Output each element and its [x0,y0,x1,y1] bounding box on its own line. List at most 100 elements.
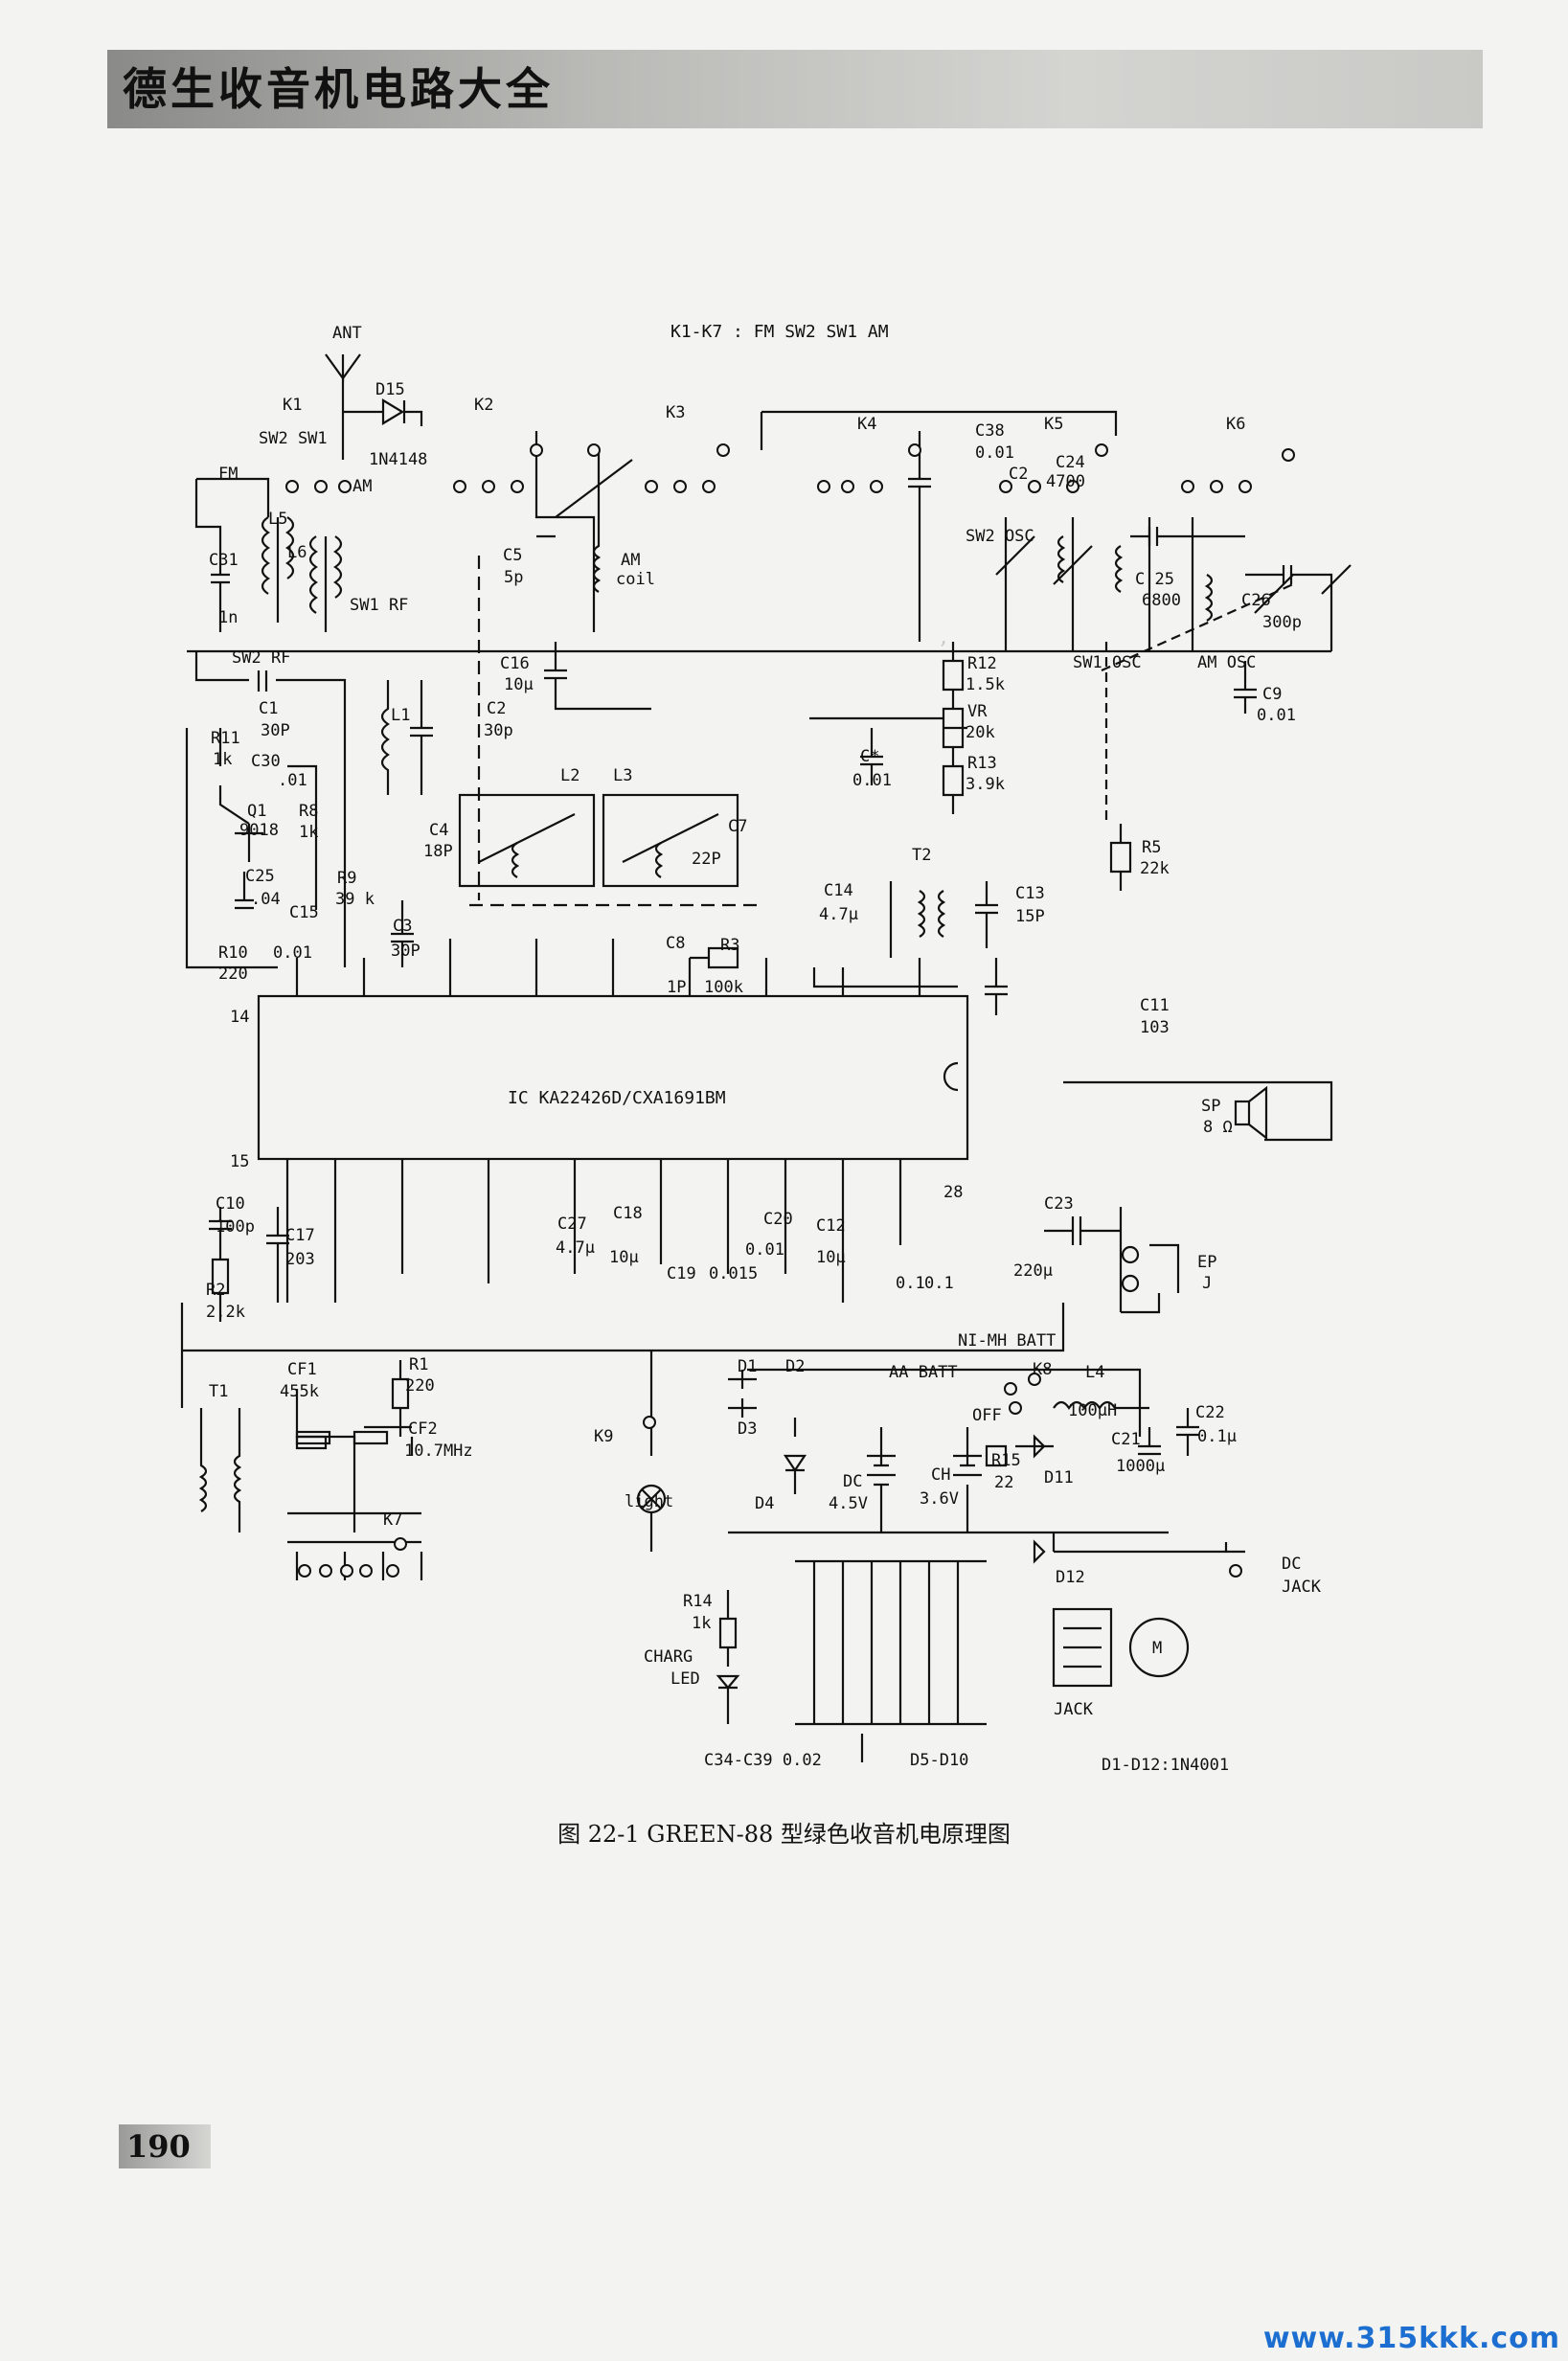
label-c14: C14 [824,881,853,900]
label-am-coil: AM [621,551,640,570]
label-c30-val: .01 [278,771,307,790]
label-r10-val: 220 [218,965,248,984]
label-band-sw2rf: SW2 RF [232,648,290,668]
label-c17: C17 [285,1226,315,1245]
label-c19-val: 0.015 [709,1264,758,1283]
label-q1-part: 9018 [239,821,279,840]
label-k8: K8 [1033,1360,1052,1379]
label-c01a: 0.1 [896,1274,925,1293]
label-r10-cap: 0.01 [273,943,312,963]
schematic-wiring [180,353,1352,1762]
label-c22-val: 0.1μ [1197,1427,1237,1446]
label-band-fm: FM [218,465,238,484]
label-r9-val: 39 k [335,890,375,909]
label-r2-val: 2.2k [206,1303,245,1322]
label-d1: D1 [738,1357,757,1376]
label-c25b: C 25 [1135,570,1174,589]
label-c12: C12 [816,1216,846,1236]
label-ic-pin-14: 14 [230,1008,249,1027]
label-c7-val: 22P [692,850,721,869]
label-l6: L6 [287,543,307,562]
label-r12: R12 [967,654,997,673]
label-l2: L2 [560,766,579,785]
label-c5-val: 5p [504,568,523,587]
label-r5-val: 22k [1140,859,1170,878]
label-c24: C24 [1056,453,1085,472]
label-c31-val: 1n [218,608,238,627]
label-c20-val: 0.01 [745,1240,784,1260]
label-r11-val: 1k [213,750,232,769]
label-band-sw1osc: SW1 OSC [1073,653,1142,672]
label-c38: C38 [975,421,1005,441]
label-q1: Q1 [247,802,266,821]
label-c27: C27 [557,1215,587,1234]
label-c3-val: 30P [391,942,420,961]
label-r8-val: 1k [299,823,318,842]
label-nimh: NI-MH BATT [958,1331,1056,1351]
label-c2-val: 30p [484,721,513,740]
label-t1: T1 [209,1382,228,1401]
label-r9: R9 [337,869,356,888]
label-r13-val: 3.9k [966,775,1005,794]
label-cstar: C* [860,747,879,766]
label-jack: JACK [1054,1700,1094,1719]
label-c15: C15 [289,903,319,922]
label-r3: R3 [720,936,739,955]
label-r14-val: 1k [692,1614,711,1633]
label-r14: R14 [683,1592,713,1611]
label-dc-jack-2: JACK [1282,1578,1322,1597]
label-c18-val: 10μ [609,1248,639,1267]
label-k6: K6 [1226,415,1245,434]
label-d3: D3 [738,1419,757,1439]
label-sp: SP [1201,1097,1220,1116]
label-r1: R1 [409,1355,428,1374]
label-c26-val: 300p [1262,613,1302,632]
label-c3: C3 [393,917,412,936]
label-d1-d12: D1-D12:1N4001 [1102,1756,1229,1775]
label-c16-val: 10μ [504,675,534,694]
label-k7: K7 [383,1510,402,1530]
schematic-labels: K1-K7 : FM SW2 SW1 AM ANT K1 K2 K3 K4 K5… [206,322,1322,1775]
label-top-note: K1-K7 : FM SW2 SW1 AM [670,322,889,342]
label-dc-jack-1: DC [1282,1555,1301,1574]
label-ep-j: J [1202,1274,1212,1293]
label-c24-val: 4700 [1046,472,1085,491]
label-band-sw2osc: SW2 OSC [966,527,1034,546]
page-number: 190 [126,2128,191,2165]
label-c22: C22 [1195,1403,1225,1422]
label-c27-val: 4.7μ [556,1238,595,1258]
label-r13: R13 [967,754,997,773]
label-l4: L4 [1085,1363,1104,1382]
label-c21-val: 1000μ [1116,1457,1165,1476]
label-aa: AA BATT [889,1363,958,1382]
label-light: light [625,1492,673,1511]
label-d12: D12 [1056,1568,1085,1587]
label-c19: C19 [667,1264,696,1283]
label-l4-val: 100μH [1068,1401,1117,1420]
label-c8-val: 1P [667,978,686,997]
label-c17-val: 203 [285,1250,315,1269]
label-led: LED [670,1669,700,1689]
header-band [107,50,1483,128]
label-c11-val: 103 [1140,1018,1170,1037]
label-k2: K2 [474,396,493,415]
label-vr: VR [967,702,988,721]
label-r10: R10 [218,943,248,963]
label-c9: C9 [1262,685,1282,704]
label-r2: R2 [206,1281,225,1300]
label-c8: C8 [666,934,685,953]
label-k3: K3 [666,403,685,422]
label-ch: CH [931,1465,950,1485]
label-k1-modes: SW2 SW1 [259,429,328,448]
label-c13-val: 15P [1015,907,1045,926]
label-d11: D11 [1044,1468,1074,1487]
label-am-coil-2: coil [616,570,655,589]
book-title: 德生收音机电路大全 [123,63,554,115]
label-dc-val: 4.5V [829,1494,868,1513]
label-c21: C21 [1111,1430,1141,1449]
label-c26: C26 [1241,591,1271,610]
label-c25b-val: 6800 [1142,591,1181,610]
label-c01b: 0.1 [924,1274,954,1293]
label-c4: C4 [429,821,448,840]
